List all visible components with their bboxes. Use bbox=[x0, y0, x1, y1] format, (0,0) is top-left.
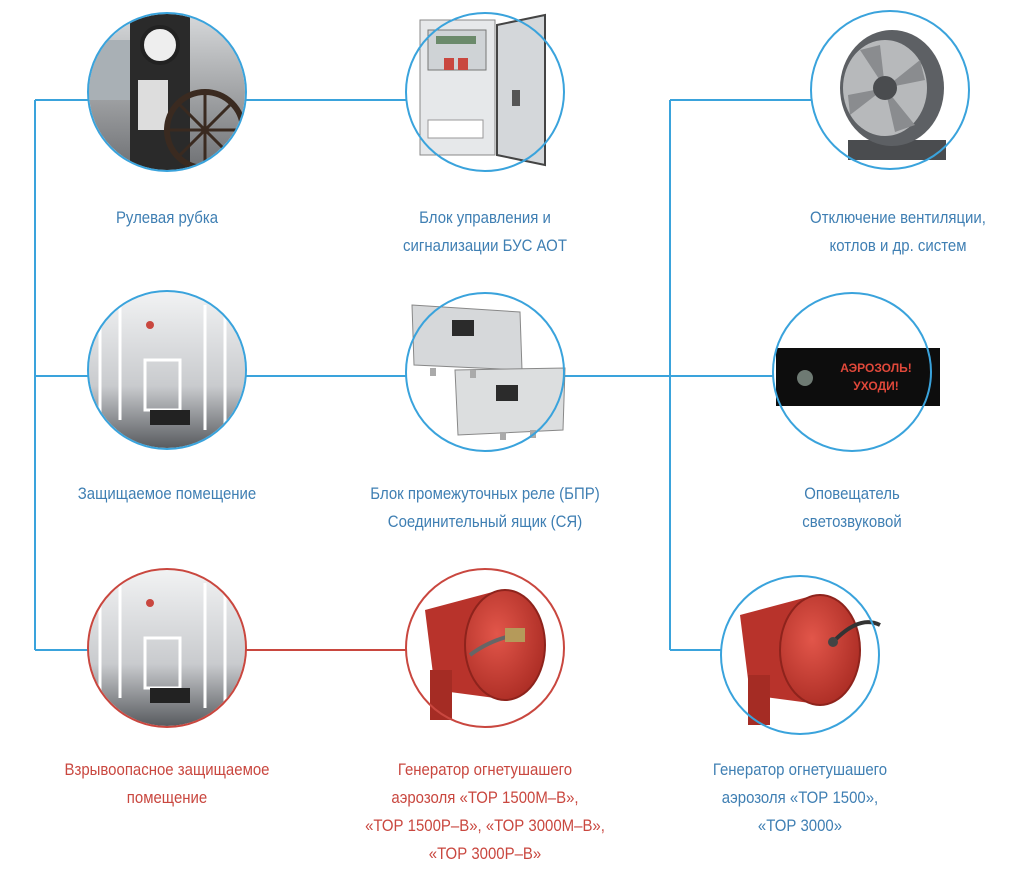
label-line: Генератор огнетушашего bbox=[712, 760, 888, 779]
ventilation-fan-image bbox=[811, 11, 969, 169]
relay-block-circle bbox=[405, 292, 565, 452]
generator-ex-label: Генератор огнетушашего аэрозоля «ТОР 150… bbox=[353, 756, 617, 868]
annunciator-image: АЭРОЗОЛЬ! УХОДИ! bbox=[773, 293, 940, 451]
protected-room-circle bbox=[87, 290, 247, 450]
generator-circle bbox=[720, 575, 880, 735]
label-line: Взрывоопасное защищаемое bbox=[64, 760, 270, 779]
label-line: котлов и др. систем bbox=[829, 236, 967, 255]
generator-ex-image bbox=[406, 569, 564, 727]
label-line: светозвуковой bbox=[802, 512, 902, 531]
explosive-room-circle bbox=[87, 568, 247, 728]
annunciator-label: Оповещатель светозвуковой bbox=[764, 480, 940, 536]
label-line: аэрозоля «ТОР 1500», bbox=[721, 788, 879, 807]
generator-ex-circle bbox=[405, 568, 565, 728]
label-line: Соединительный ящик (СЯ) bbox=[387, 512, 583, 531]
ventilation-label: Отключение вентиляции, котлов и др. сист… bbox=[784, 204, 1013, 260]
relay-block-image bbox=[406, 293, 566, 451]
label-line: «ТОР 3000Р–В» bbox=[428, 844, 542, 863]
label-line: Отключение вентиляции, bbox=[810, 208, 986, 227]
label-line: Генератор огнетушашего bbox=[397, 760, 573, 779]
relay-block-label: Блок промежуточных реле (БПР) Соединител… bbox=[353, 480, 617, 536]
wheelhouse-photo bbox=[89, 14, 245, 170]
annunciator-circle bbox=[772, 292, 932, 452]
label-line: сигнализации БУС АОТ bbox=[403, 236, 567, 255]
label-line: Блок промежуточных реле (БПР) bbox=[370, 484, 600, 503]
label-line: «ТОР 1500Р–В», «ТОР 3000М–В», bbox=[365, 816, 605, 835]
control-unit-circle bbox=[405, 12, 565, 172]
explosive-room-label: Взрывоопасное защищаемое помещение bbox=[35, 756, 299, 812]
wheelhouse-circle bbox=[87, 12, 247, 172]
wheelhouse-label: Рулевая рубка bbox=[79, 204, 255, 232]
ventilation-circle bbox=[810, 10, 970, 170]
protected-room-photo bbox=[89, 292, 245, 448]
label-line: Защищаемое помещение bbox=[77, 484, 257, 503]
annunciator-display-line-2: УХОДИ! bbox=[853, 379, 899, 393]
connector-lines bbox=[34, 99, 811, 651]
control-unit-label: Блок управления и сигнализации БУС АОТ bbox=[379, 204, 590, 260]
explosive-room-photo bbox=[89, 570, 245, 726]
label-line: помещение bbox=[126, 788, 208, 807]
annunciator-display-line-1: АЭРОЗОЛЬ! bbox=[840, 361, 912, 375]
label-line: аэрозоля «ТОР 1500М–В», bbox=[391, 788, 579, 807]
control-unit-image bbox=[406, 13, 564, 171]
label-line: Оповещатель bbox=[804, 484, 900, 503]
protected-room-label: Защищаемое помещение bbox=[53, 480, 282, 508]
label-line: Рулевая рубка bbox=[115, 208, 219, 227]
generator-image bbox=[721, 576, 881, 734]
label-line: Блок управления и bbox=[419, 208, 551, 227]
label-line: «ТОР 3000» bbox=[757, 816, 843, 835]
generator-label: Генератор огнетушашего аэрозоля «ТОР 150… bbox=[694, 756, 905, 840]
